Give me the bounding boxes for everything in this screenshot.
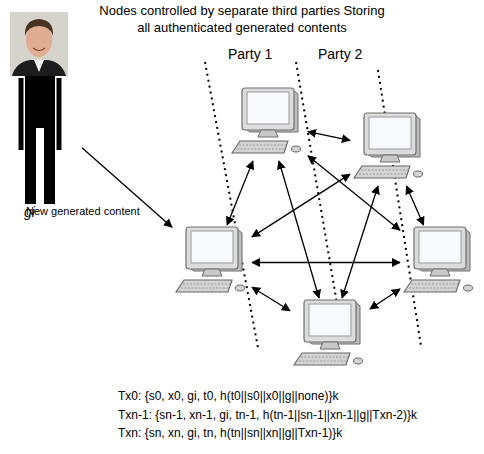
keyboard bbox=[404, 280, 460, 292]
leg bbox=[25, 126, 36, 204]
keyboard-keys bbox=[299, 357, 348, 361]
shirt-collar bbox=[34, 60, 44, 72]
monitor-screen bbox=[419, 231, 461, 263]
computer-node bbox=[350, 111, 430, 186]
free-label: Txn-1: {sn-1, xn-1, gi, tn-1, h(tn-1||sn… bbox=[118, 408, 417, 422]
network-link bbox=[252, 262, 400, 263]
monitor-frame bbox=[304, 300, 356, 342]
arm bbox=[19, 78, 24, 150]
keyboard-keys bbox=[359, 170, 408, 174]
monitor-frame bbox=[186, 227, 238, 269]
monitor-frame bbox=[414, 227, 466, 269]
keyboard bbox=[354, 166, 410, 178]
free-label: Party 2 bbox=[318, 46, 362, 63]
network-link bbox=[342, 186, 378, 298]
suit-shoulders bbox=[12, 60, 66, 76]
monitor-screen bbox=[191, 231, 233, 263]
computer-node bbox=[290, 298, 370, 373]
person-figure bbox=[10, 8, 82, 224]
network-link bbox=[252, 174, 350, 237]
keyboard-keys bbox=[181, 284, 230, 288]
computer-figure bbox=[290, 298, 370, 373]
network-link bbox=[308, 156, 400, 230]
keyboard bbox=[176, 280, 232, 292]
mouse bbox=[464, 285, 473, 291]
network-link bbox=[406, 186, 423, 225]
smile bbox=[33, 48, 45, 51]
keyboard-keys bbox=[409, 284, 458, 288]
monitor-stand bbox=[202, 269, 222, 276]
computer-node bbox=[172, 225, 252, 300]
keyboard bbox=[232, 141, 288, 153]
computer-node bbox=[228, 86, 308, 161]
mouse bbox=[236, 285, 245, 291]
mouse bbox=[292, 146, 301, 152]
network-link bbox=[370, 289, 400, 309]
network-link bbox=[279, 161, 319, 298]
monitor-stand bbox=[380, 155, 400, 162]
network-link bbox=[227, 161, 253, 225]
monitor-screen bbox=[309, 304, 351, 336]
monitor-stand bbox=[430, 269, 450, 276]
computer-icon bbox=[176, 227, 245, 292]
link-label: New generated content bbox=[26, 205, 140, 218]
leg bbox=[44, 126, 55, 204]
diagram-title: Nodes controlled by separate third parti… bbox=[97, 2, 387, 36]
computer-icon bbox=[354, 113, 423, 178]
mouse bbox=[354, 358, 363, 364]
mouse bbox=[414, 171, 423, 177]
monitor-stand bbox=[258, 130, 278, 137]
computer-figure bbox=[228, 86, 308, 161]
torso bbox=[25, 76, 55, 128]
keyboard-keys bbox=[237, 145, 286, 149]
monitor-stand bbox=[320, 342, 340, 349]
free-label: Txn: {sn, xn, gi, tn, h(tn||sn||xn||g||T… bbox=[118, 426, 342, 440]
user-node: gi bbox=[10, 8, 82, 224]
network-link bbox=[252, 287, 290, 311]
computer-figure bbox=[400, 225, 480, 300]
computer-icon bbox=[404, 227, 473, 292]
monitor-screen bbox=[247, 92, 289, 124]
arm bbox=[57, 78, 62, 150]
monitor-frame bbox=[242, 88, 294, 130]
computer-figure bbox=[172, 225, 252, 300]
computer-icon bbox=[232, 88, 301, 153]
hair bbox=[25, 19, 53, 36]
keyboard bbox=[294, 353, 350, 365]
computer-icon bbox=[294, 300, 363, 365]
computer-figure bbox=[350, 111, 430, 186]
photo-background bbox=[10, 12, 68, 76]
network-link bbox=[308, 132, 350, 141]
monitor-frame bbox=[364, 113, 416, 155]
free-label: Tx0: {s0, x0, gi, t0, h(t0||s0||x0||g||n… bbox=[118, 389, 338, 403]
monitor-screen bbox=[369, 117, 411, 149]
free-label: Party 1 bbox=[228, 46, 272, 63]
party-divider bbox=[378, 70, 421, 346]
computer-node bbox=[400, 225, 480, 300]
